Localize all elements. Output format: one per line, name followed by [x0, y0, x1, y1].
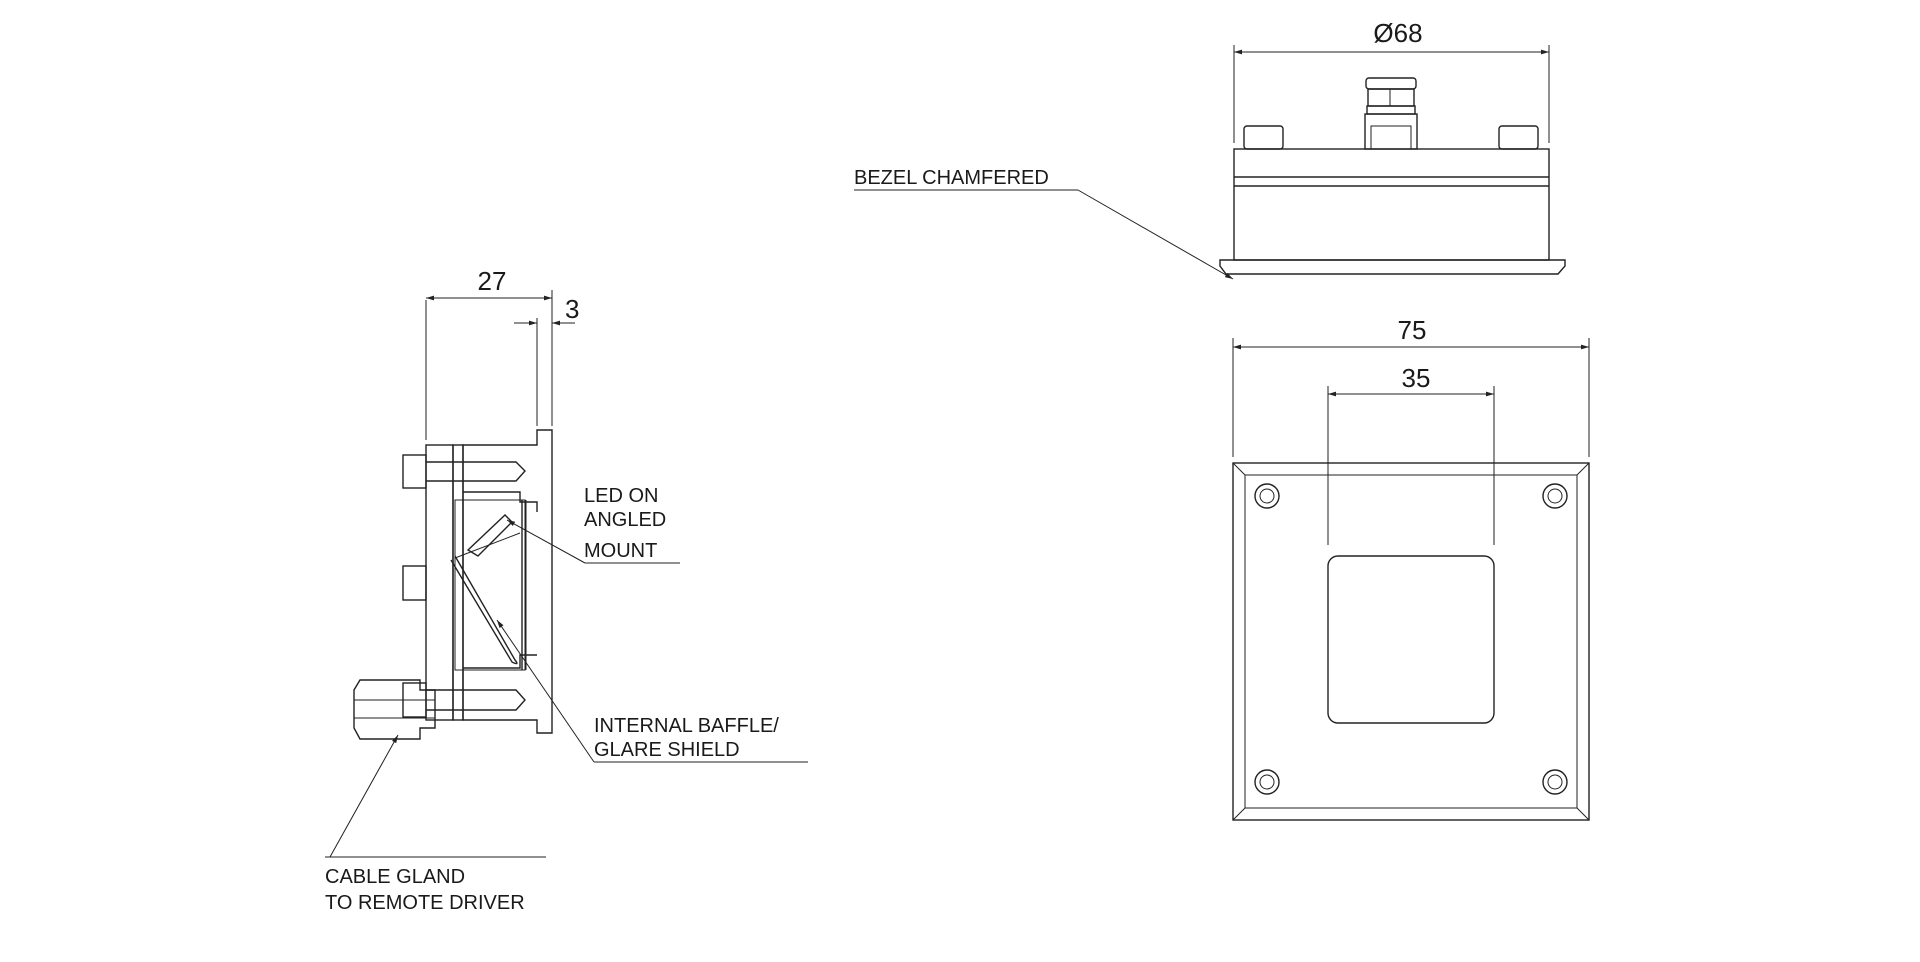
chamfered-bezel: [1219, 259, 1566, 275]
dimension-diameter-label: Ø68: [1373, 18, 1422, 48]
leader-gland-arrow: [329, 734, 399, 858]
back-plate: [425, 444, 454, 721]
screw-hole: [1542, 769, 1568, 795]
screw-hole: [1542, 483, 1568, 509]
label-baffle-line1: INTERNAL BAFFLE/: [594, 715, 779, 737]
front-housing: [462, 429, 553, 734]
leader-led-arrow: [506, 519, 586, 564]
housing-body: [1233, 148, 1550, 261]
label-gland-line1: CABLE GLAND: [325, 866, 465, 888]
dimension-27-label: 27: [478, 266, 507, 296]
light-ray: [454, 532, 521, 559]
housing-cavity: [463, 491, 538, 669]
faceplate: [1232, 462, 1590, 821]
side-section-view: 27 3 L: [325, 266, 808, 914]
inner-cavity: [454, 499, 526, 671]
top-elevation-view: Ø68 BEZEL CHAMFERED: [854, 18, 1566, 280]
label-baffle-line2: GLARE SHIELD: [594, 739, 740, 761]
leader-bezel-arrow: [1077, 189, 1234, 280]
stud-middle: [402, 565, 427, 601]
dimension-35-label: 35: [1402, 363, 1431, 393]
screw-hole: [1254, 769, 1280, 795]
light-window: [1327, 555, 1495, 724]
mount-tab-right: [1498, 125, 1539, 150]
internal-baffle: [450, 555, 518, 665]
led-angled-mount: [466, 514, 513, 557]
front-view: 75 35: [1232, 315, 1590, 821]
cable-gland-top: [1364, 77, 1418, 150]
bolt-top: [402, 454, 526, 489]
label-led-line1: LED ON: [584, 485, 658, 507]
label-led-line3: MOUNT: [584, 540, 657, 562]
screw-hole: [1254, 483, 1280, 509]
label-bezel: BEZEL CHAMFERED: [854, 167, 1049, 189]
cable-gland: [353, 679, 436, 740]
leader-baffle-arrow: [496, 619, 595, 763]
label-led-line2: ANGLED: [584, 509, 666, 531]
dimension-3-label: 3: [565, 294, 579, 324]
label-gland-line2: TO REMOTE DRIVER: [325, 892, 525, 914]
mount-tab-left: [1243, 125, 1284, 150]
dimension-75-label: 75: [1398, 315, 1427, 345]
faceplate-chamfer: [1244, 474, 1578, 809]
